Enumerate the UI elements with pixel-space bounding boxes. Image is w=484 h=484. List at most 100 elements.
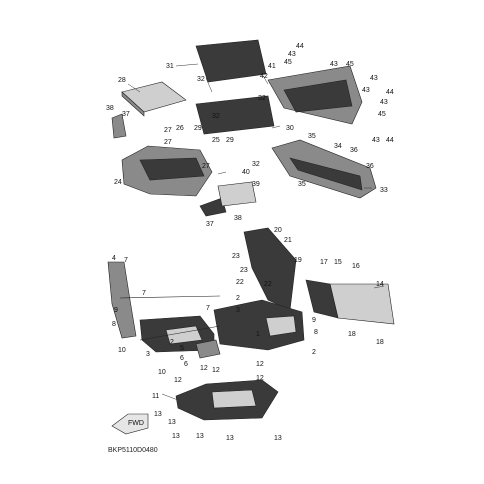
- callout-4: 4: [112, 255, 116, 262]
- callout-43: 43: [370, 75, 378, 82]
- part-28-left-panel: [121, 81, 187, 117]
- callout-2: 2: [236, 295, 240, 302]
- callout-29: 29: [226, 137, 234, 144]
- callout-12: 12: [256, 375, 264, 382]
- callout-18: 18: [348, 331, 356, 338]
- callout-11: 11: [152, 393, 159, 400]
- callout-31: 31: [166, 63, 174, 70]
- callout-24: 24: [114, 179, 122, 186]
- part-30-center-panel: [195, 95, 275, 135]
- callout-2: 2: [170, 339, 174, 346]
- callout-7: 7: [124, 257, 128, 264]
- callout-32: 32: [197, 76, 205, 83]
- leader-lines: [127, 63, 385, 401]
- callout-23: 23: [240, 267, 248, 274]
- callout-43: 43: [380, 99, 388, 106]
- callout-7: 7: [206, 305, 210, 312]
- callout-8: 8: [314, 329, 318, 336]
- callout-13: 13: [274, 435, 282, 442]
- callout-40: 40: [242, 169, 250, 176]
- callout-41: 41: [268, 63, 276, 70]
- part-33-lower-fender: [271, 139, 377, 199]
- callout-16: 16: [352, 263, 360, 270]
- callout-13: 13: [168, 419, 176, 426]
- callout-15: 15: [334, 259, 342, 266]
- callout-12: 12: [174, 377, 182, 384]
- callout-3: 3: [236, 307, 240, 314]
- callout-29: 29: [194, 125, 202, 132]
- callout-22: 22: [264, 281, 272, 288]
- callout-45: 45: [378, 111, 386, 118]
- part-24-left-fender: [121, 145, 213, 197]
- callout-labels: 31 28 32 42 41 44 43 45 43 45 43 44 43 4…: [106, 43, 394, 442]
- part-11-skid-plate: [175, 379, 279, 421]
- callout-36: 36: [366, 163, 374, 170]
- callout-45: 45: [284, 59, 292, 66]
- diagram-code: BKP5110D0480: [108, 447, 158, 454]
- callout-8: 8: [112, 321, 116, 328]
- callout-13: 13: [172, 433, 180, 440]
- callout-3: 3: [146, 351, 150, 358]
- callout-37: 37: [206, 221, 214, 228]
- callout-17: 17: [320, 259, 328, 266]
- callout-44: 44: [386, 89, 394, 96]
- callout-33: 33: [380, 187, 388, 194]
- callout-6: 6: [184, 361, 188, 368]
- callout-45: 45: [346, 61, 354, 68]
- callout-30: 30: [286, 125, 294, 132]
- callout-44: 44: [386, 137, 394, 144]
- callout-7: 7: [142, 290, 146, 297]
- callout-43: 43: [362, 87, 370, 94]
- callout-21: 21: [284, 237, 292, 244]
- callout-18: 18: [376, 339, 384, 346]
- callout-38: 38: [106, 105, 114, 112]
- callout-44: 44: [296, 43, 304, 50]
- callout-36: 36: [350, 147, 358, 154]
- callout-14: 14: [376, 281, 384, 288]
- callout-43: 43: [372, 137, 380, 144]
- callout-43: 43: [288, 51, 296, 58]
- callout-5: 5: [180, 345, 184, 352]
- callout-12: 12: [200, 365, 208, 372]
- part-42-rear-fender: [267, 65, 363, 125]
- callout-23: 23: [232, 253, 240, 260]
- part-37-bracket: [111, 113, 257, 217]
- callout-20: 20: [274, 227, 282, 234]
- callout-43: 43: [330, 61, 338, 68]
- callout-10: 10: [118, 347, 126, 354]
- callout-27: 27: [164, 127, 172, 134]
- callout-32: 32: [212, 113, 220, 120]
- callout-32: 32: [252, 161, 260, 168]
- callout-9: 9: [312, 317, 316, 324]
- part-14-right-side-cover: [305, 279, 395, 325]
- part-6-plate: [195, 339, 221, 359]
- callout-12: 12: [212, 367, 220, 374]
- callout-2: 2: [312, 349, 316, 356]
- callout-34: 34: [334, 143, 342, 150]
- callout-27: 27: [164, 139, 172, 146]
- callout-39: 39: [252, 181, 260, 188]
- callout-28: 28: [118, 77, 126, 84]
- callout-35: 35: [308, 133, 316, 140]
- callout-13: 13: [226, 435, 234, 442]
- callout-42: 42: [260, 73, 268, 80]
- callout-12: 12: [256, 361, 264, 368]
- callout-35: 35: [298, 181, 306, 188]
- callout-19: 19: [294, 257, 302, 264]
- callout-6: 6: [180, 355, 184, 362]
- part-31-top-mat: [195, 39, 267, 83]
- front-arrow-label: FWD: [128, 420, 144, 427]
- callout-25: 25: [212, 137, 220, 144]
- callout-22: 22: [236, 279, 244, 286]
- callout-10: 10: [158, 369, 166, 376]
- callout-26: 26: [176, 125, 184, 132]
- front-direction-arrow: FWD: [111, 413, 149, 435]
- callout-27: 27: [202, 163, 210, 170]
- part-4-left-guard: [107, 261, 137, 339]
- callout-13: 13: [154, 411, 162, 418]
- callout-38: 38: [234, 215, 242, 222]
- callout-37: 37: [122, 111, 130, 118]
- callout-9: 9: [114, 307, 118, 314]
- callout-1: 1: [256, 331, 260, 338]
